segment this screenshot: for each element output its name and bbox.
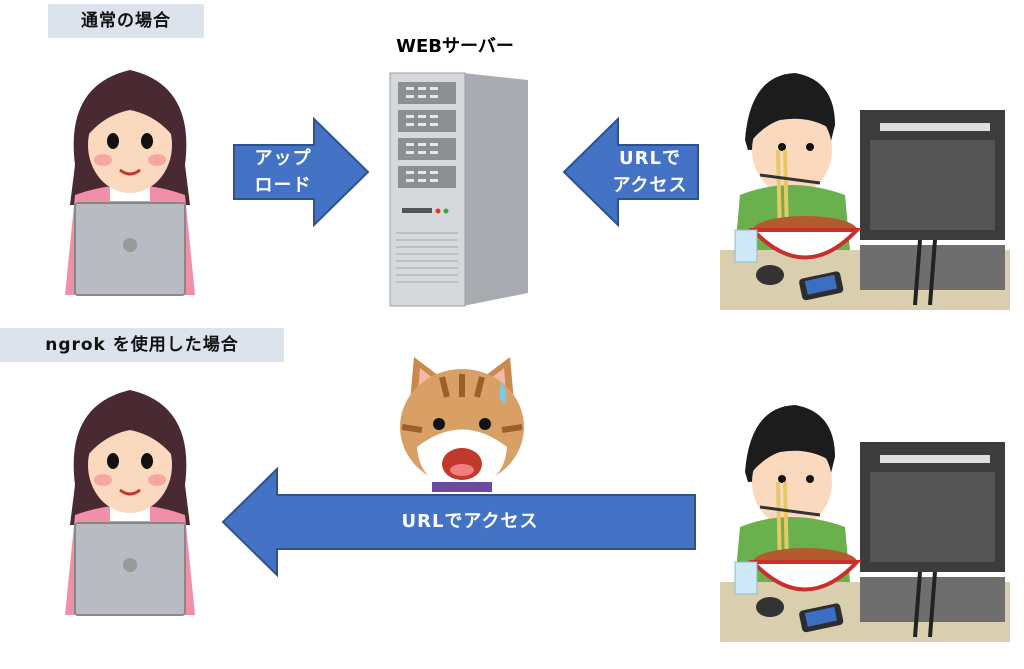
server-title: WEBサーバー bbox=[396, 36, 514, 57]
upload-label-line1: アップ bbox=[254, 148, 312, 169]
access-arrow-bottom-label: URLでアクセス bbox=[401, 511, 539, 532]
access-top-label-line1: URLで bbox=[619, 148, 681, 169]
woman-with-laptop-illustration-top bbox=[65, 70, 195, 296]
access-arrow-bottom bbox=[221, 466, 696, 578]
surprised-cat-icon bbox=[400, 357, 524, 492]
server-tower-icon bbox=[389, 72, 528, 307]
upload-label-line2: ロード bbox=[254, 175, 312, 196]
upload-arrow-label: アップ ロード bbox=[238, 145, 328, 199]
section-label-ngrok: ngrok を使用した場合 bbox=[0, 328, 284, 362]
man-eating-at-computer-illustration-top bbox=[720, 73, 1010, 310]
access-arrow-top-label: URLで アクセス bbox=[602, 145, 698, 199]
woman-with-laptop-illustration-bottom bbox=[65, 390, 195, 616]
access-top-label-line2: アクセス bbox=[612, 175, 688, 196]
section-label-normal: 通常の場合 bbox=[48, 4, 204, 38]
man-eating-at-computer-illustration-bottom bbox=[720, 405, 1010, 642]
upload-arrow bbox=[233, 116, 370, 228]
access-arrow-top bbox=[562, 116, 699, 228]
